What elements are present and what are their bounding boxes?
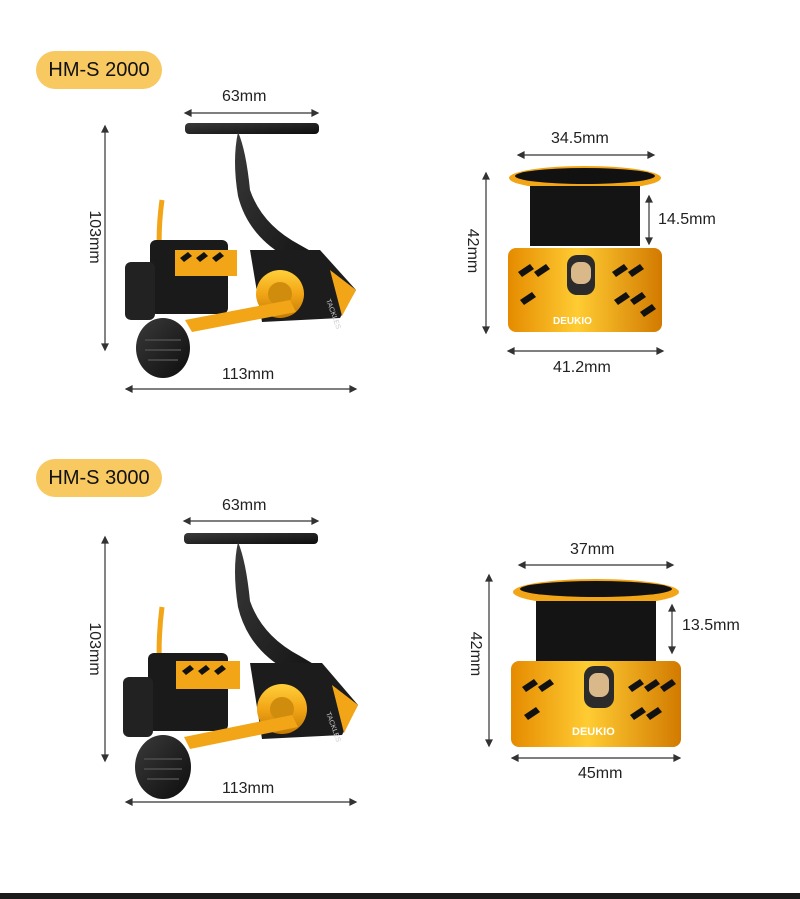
spool-bottom-diameter-label: 45mm <box>578 765 623 782</box>
reel-dimension-lines <box>101 109 358 393</box>
model-section-3000: HM-S 3000 TACKLES <box>0 409 800 829</box>
model-section-2000: HM-S 2000 TACKLES <box>0 0 800 420</box>
spool-height-label: 42mm <box>467 631 484 677</box>
spool-brand: DEUKIO <box>572 726 615 738</box>
reel-illustration: TACKLES <box>125 123 356 378</box>
spool-height-label: 42mm <box>464 228 481 274</box>
spool-top-diameter-label: 34.5mm <box>551 130 609 147</box>
spool-line-depth-label: 13.5mm <box>682 617 740 634</box>
handle-width-label: 63mm <box>222 88 267 105</box>
spool-illustration: DEUKIO <box>511 579 681 747</box>
reel-dimension-lines <box>101 517 358 806</box>
spool-dimension-lines <box>482 151 665 355</box>
bottom-divider <box>0 893 800 899</box>
spool-bottom-diameter-label: 41.2mm <box>553 359 611 376</box>
model-badge: HM-S 2000 <box>36 51 162 89</box>
model-badge: HM-S 3000 <box>36 459 162 497</box>
spool-line-depth-label: 14.5mm <box>658 211 716 228</box>
spool-dimension-lines <box>485 561 682 762</box>
handle-width-label: 63mm <box>222 497 267 514</box>
spool-brand: DEUKIO <box>553 316 592 327</box>
spool-top-diameter-label: 37mm <box>570 541 615 558</box>
reel-length-label: 113mm <box>222 780 275 797</box>
spool-illustration: DEUKIO <box>508 166 662 332</box>
reel-illustration: TACKLES <box>123 533 358 799</box>
reel-length-label: 113mm <box>222 366 275 383</box>
